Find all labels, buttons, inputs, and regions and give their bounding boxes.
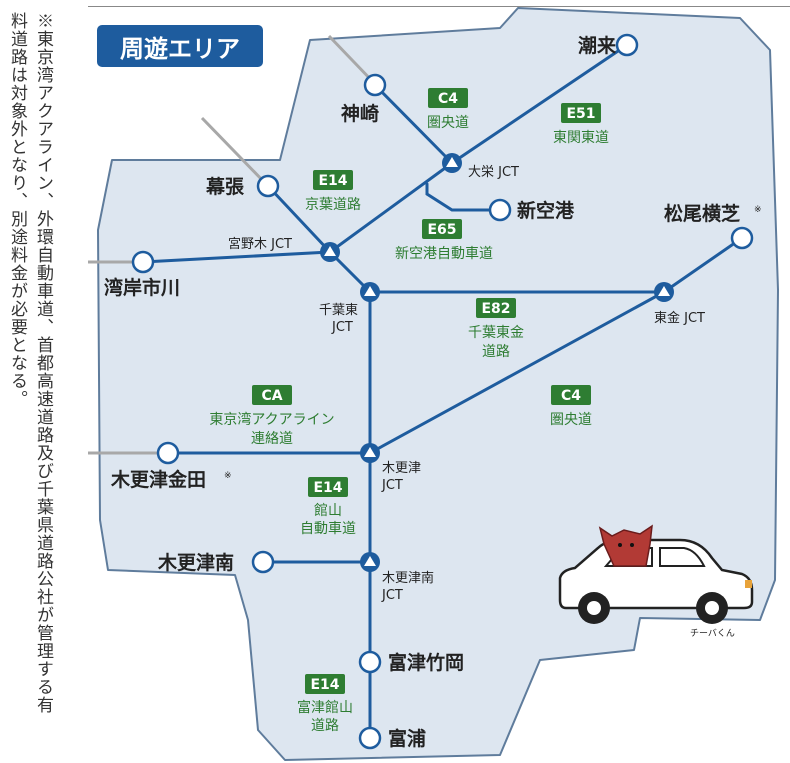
- place-kisarazu-kaneda: 木更津金田: [110, 468, 206, 491]
- route-ca-name1: 東京湾アクアライン: [209, 411, 334, 428]
- top-rule: [88, 6, 790, 7]
- route-e14-futtsu: E14 富津館山 道路: [297, 674, 353, 734]
- place-futtsu: 富浦: [388, 727, 426, 750]
- ic-wangan: [131, 250, 155, 274]
- route-e82-code: E82: [481, 301, 510, 317]
- jct-icon-chibahigashi: [360, 282, 380, 302]
- route-e14-tateyama-name1: 館山: [314, 502, 342, 519]
- place-wangan: 湾岸市川: [104, 276, 180, 299]
- route-e51: E51 東関東道: [553, 103, 609, 146]
- route-c4-bottom: C4 圏央道: [550, 385, 592, 428]
- mascot-caption: チーバくん: [690, 628, 735, 639]
- route-e14-futtsu-code: E14: [310, 677, 339, 693]
- jct-markers: [320, 153, 674, 572]
- route-e82-name2: 道路: [482, 344, 510, 360]
- place-itako: 潮来: [578, 35, 616, 57]
- place-makuhari: 幕張: [205, 176, 245, 198]
- ic-matsuo: [730, 226, 754, 250]
- note-column-2: 料道路は対象外となり、別途料金が必要となる。: [7, 12, 27, 408]
- route-e51-name: 東関東道: [553, 130, 609, 146]
- route-c4-top: C4 圏央道: [427, 88, 469, 131]
- place-kaneda-mark: ※: [224, 471, 232, 481]
- ic-makuhari: [256, 174, 280, 198]
- jct-label-kisarazu-2: JCT: [381, 478, 403, 493]
- jct-label-kisarazuminami-1: 木更津南: [382, 570, 434, 586]
- jct-icon-togane: [654, 282, 674, 302]
- route-e82-name1: 千葉東金: [468, 325, 524, 341]
- route-c4-top-code: C4: [438, 91, 458, 107]
- route-e14-keiyo: E14 京葉道路: [305, 170, 361, 213]
- place-kisarazu-minami: 木更津南: [157, 551, 234, 574]
- route-e14-tateyama: E14 館山 自動車道: [300, 477, 356, 537]
- external-road-lines: [88, 34, 378, 455]
- jct-label-kisarazu-1: 木更津: [382, 461, 421, 476]
- route-e14-keiyo-code: E14: [318, 173, 347, 189]
- note-column-1: ※東京湾アクアライン、外環自動車道、首都高速道路及び千葉県道路公社が管理する有: [33, 12, 53, 714]
- route-e14-futtsu-name2: 道路: [311, 718, 339, 734]
- route-ca-code: CA: [261, 388, 282, 404]
- route-c4-bottom-code: C4: [561, 388, 581, 404]
- jct-icon-taiei: [442, 153, 462, 173]
- route-ca: CA 東京湾アクアライン 連絡道: [209, 385, 335, 447]
- route-ca-name2: 連絡道: [251, 431, 293, 447]
- route-e51-code: E51: [566, 106, 595, 122]
- jct-icon-kisarazuminami: [360, 552, 380, 572]
- route-e14-tateyama-name2: 自動車道: [300, 520, 356, 537]
- route-c4-top-name: 圏央道: [427, 115, 469, 131]
- place-matsuo: 松尾横芝: [664, 202, 740, 225]
- area-title-badge: 周遊エリア: [97, 25, 263, 67]
- route-e65-code: E65: [427, 222, 456, 238]
- place-shinkuko: 新空港: [517, 199, 575, 222]
- ic-kamisu: [363, 73, 387, 97]
- jct-label-chibahigashi-1: 千葉東: [319, 302, 358, 318]
- ic-futtsu-takeoka: [358, 650, 382, 674]
- jct-label-kisarazuminami-2: JCT: [381, 588, 403, 603]
- route-e65: E65 新空港自動車道: [395, 219, 493, 262]
- ic-itako: [615, 33, 639, 57]
- route-e14-keiyo-name: 京葉道路: [305, 197, 361, 213]
- car-mascot-illustration: チーバくん: [558, 524, 754, 639]
- route-c4-bottom-name: 圏央道: [550, 412, 592, 428]
- jct-label-miyanogi: 宮野木 JCT: [228, 236, 292, 252]
- route-e65-name: 新空港自動車道: [395, 245, 493, 262]
- ic-futtsu: [358, 726, 382, 750]
- jct-label-chibahigashi-2: JCT: [331, 320, 353, 335]
- ic-shinkuko: [488, 198, 512, 222]
- ic-kisarazu-kaneda: [156, 441, 180, 465]
- place-matsuo-mark: ※: [754, 205, 762, 215]
- ic-kisarazu-minami: [251, 550, 275, 574]
- route-e14-tateyama-code: E14: [313, 480, 342, 496]
- jct-icon-miyanogi: [320, 242, 340, 262]
- place-futtsu-takeoka: 富津竹岡: [388, 651, 464, 674]
- jct-label-togane: 東金 JCT: [654, 310, 705, 326]
- jct-icon-kisarazu: [360, 443, 380, 463]
- jct-label-taiei: 大栄 JCT: [468, 165, 519, 180]
- place-kamisu: 神崎: [341, 102, 379, 125]
- interchange-nodes: [131, 33, 754, 750]
- route-e82: E82 千葉東金 道路: [468, 298, 524, 360]
- route-e14-futtsu-name1: 富津館山: [297, 699, 353, 716]
